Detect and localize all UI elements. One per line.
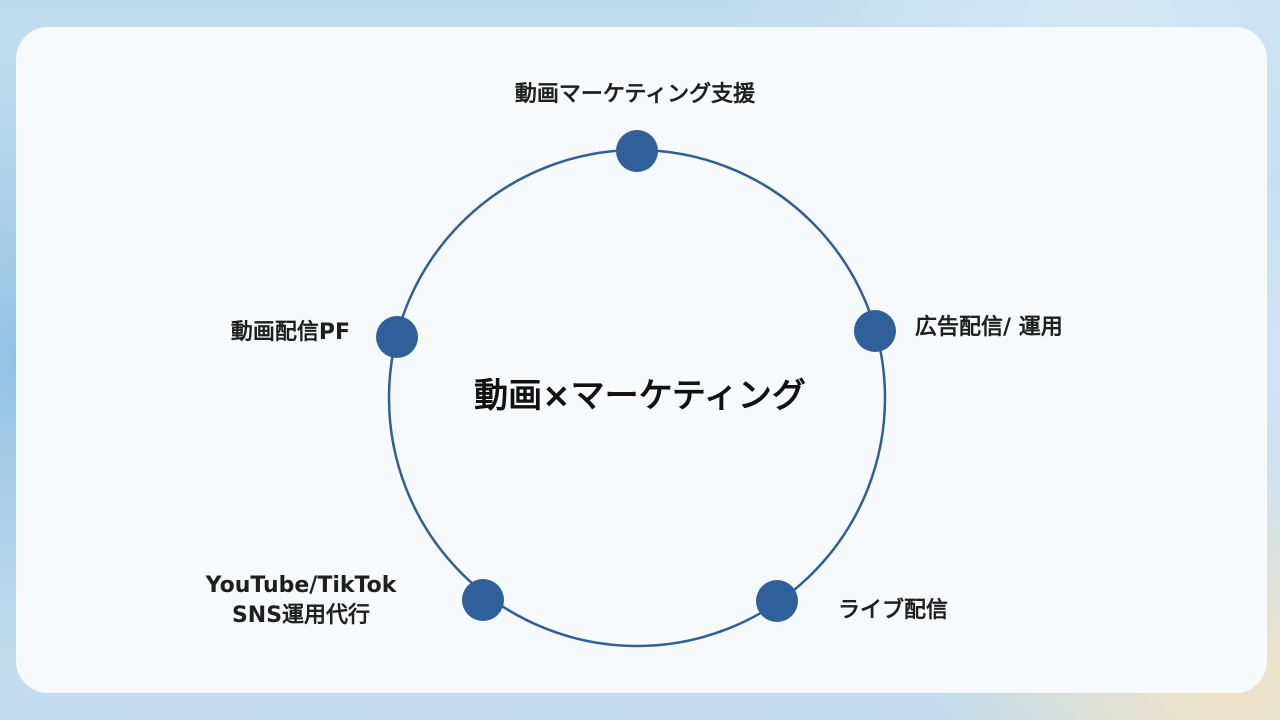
diagram-center-title: 動画×マーケティング [474, 376, 806, 416]
node-label-bottom-left-line1: YouTube/TikTok [205, 573, 397, 598]
node-dot-top [616, 130, 658, 172]
node-label-top: 動画マーケティング支援 [514, 82, 756, 107]
node-label-right: 広告配信/ 運用 [915, 315, 1063, 340]
node-label-bottom-left: YouTube/TikTok SNS運用代行 [176, 571, 426, 631]
node-label-left: 動画配信PF [230, 320, 350, 345]
node-dot-bottom-right [756, 580, 798, 622]
node-label-bottom-left-line2: SNS運用代行 [231, 603, 371, 628]
node-dot-left [376, 316, 418, 358]
node-label-bottom-right: ライブ配信 [838, 598, 949, 623]
node-dot-bottom-left [462, 579, 504, 621]
node-dot-right [854, 310, 896, 352]
